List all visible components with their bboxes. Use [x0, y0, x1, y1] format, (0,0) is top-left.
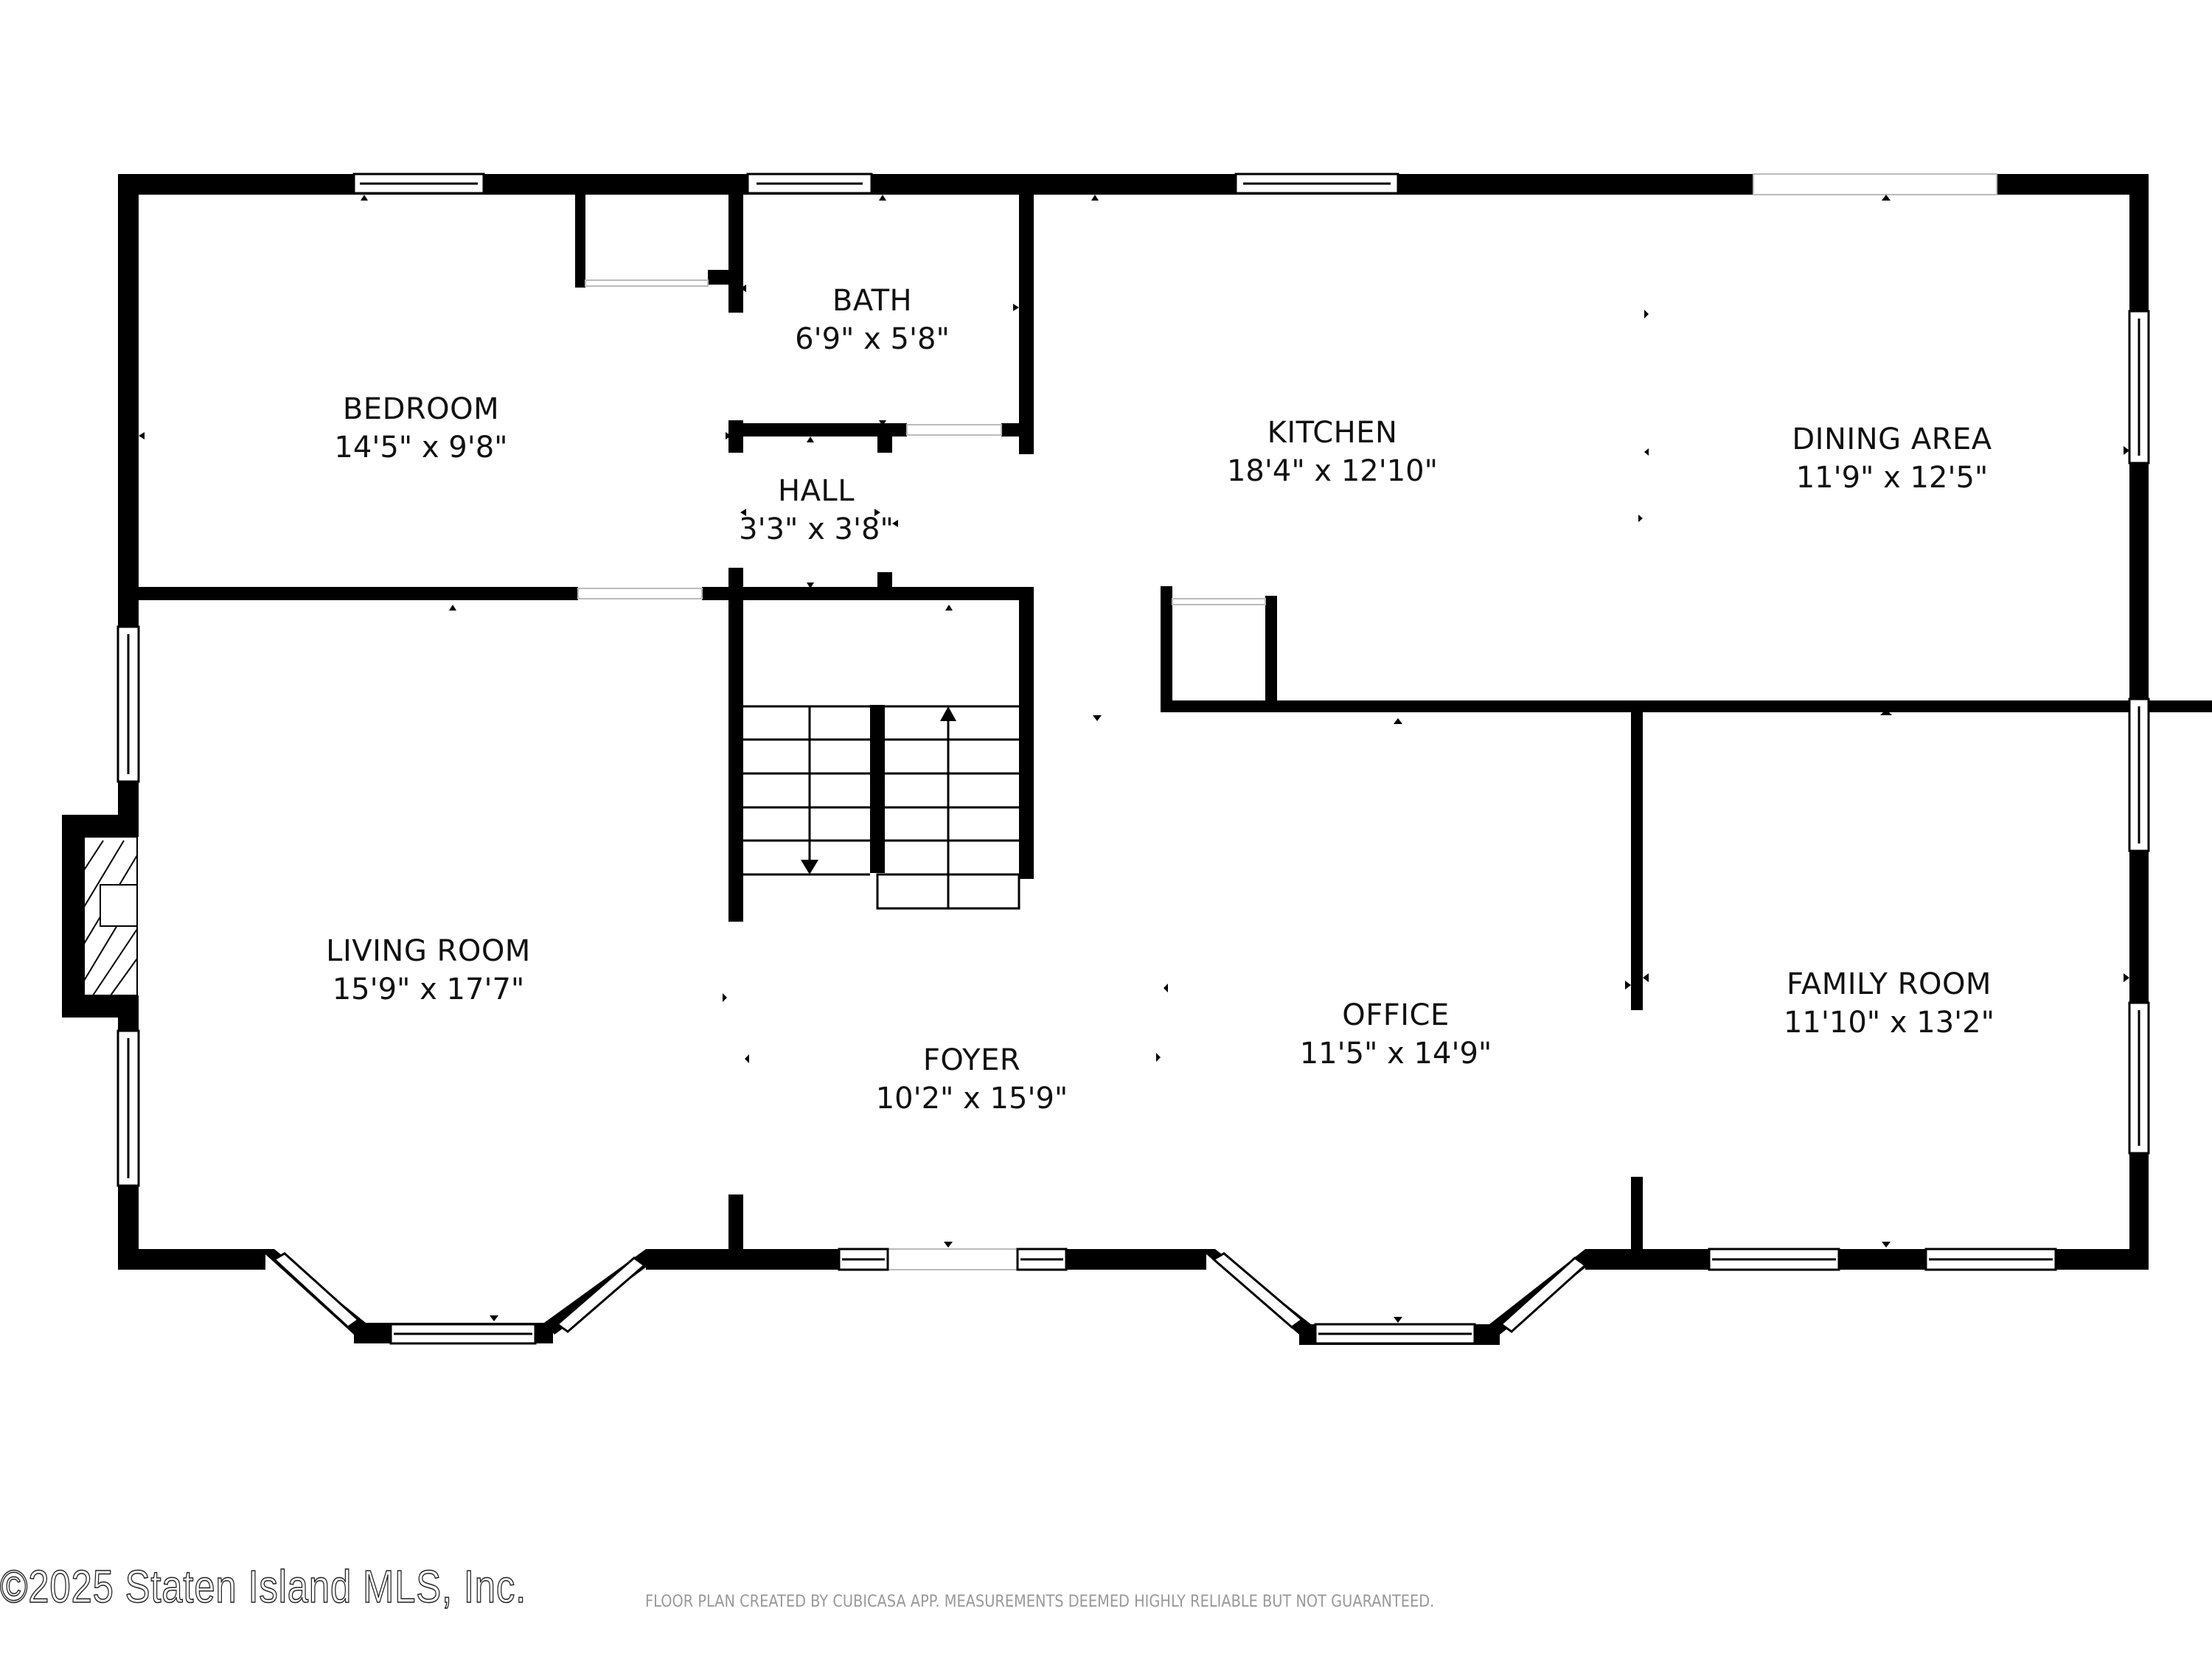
stairs-icon: [743, 705, 1020, 910]
room-dimensions: 11'10" x 13'2": [1783, 1006, 1995, 1040]
room-dimensions: 18'4" x 12'10": [1226, 454, 1439, 488]
window-icon: [746, 173, 873, 195]
window-icon: [2128, 1001, 2150, 1155]
room-dimensions: 3'3" x 3'8": [739, 512, 894, 546]
window-icon: [1924, 1248, 2057, 1271]
room-name: DINING AREA: [1792, 422, 1992, 456]
room-name: OFFICE: [1342, 998, 1450, 1032]
window-icon: [389, 1323, 537, 1345]
room-label-foyer: FOYER 10'2" x 15'9": [876, 1041, 1068, 1118]
room-dimensions: 15'9" x 17'7": [332, 973, 525, 1006]
doorways: [577, 173, 1997, 1270]
room-label-bedroom: BEDROOM 14'5" x 9'8": [334, 390, 507, 467]
window-icon: [1708, 1248, 1840, 1271]
room-dimensions: 10'2" x 15'9": [875, 1082, 1068, 1116]
window-icon: [116, 1029, 140, 1187]
room-label-office: OFFICE 11'5" x 14'9": [1300, 996, 1492, 1073]
windows: [116, 173, 2150, 1345]
exterior-walls: [62, 174, 2149, 1345]
window-icon: [838, 1248, 889, 1271]
room-name: LIVING ROOM: [326, 934, 531, 968]
window-icon: [1234, 173, 1399, 195]
room-name: FOYER: [922, 1043, 1021, 1077]
triangle-marker-icon: [139, 195, 2129, 1323]
room-dimensions: 6'9" x 5'8": [795, 322, 950, 356]
room-label-dining-area: DINING AREA 11'9" x 12'5": [1792, 420, 1992, 497]
room-name: BEDROOM: [342, 392, 500, 426]
room-name: FAMILY ROOM: [1787, 967, 1992, 1001]
room-dimensions: 14'5" x 9'8": [334, 431, 508, 465]
room-name: HALL: [777, 474, 855, 508]
window-icon: [1016, 1248, 1068, 1271]
window-icon: [352, 173, 485, 195]
room-label-kitchen: KITCHEN 18'4" x 12'10": [1227, 414, 1438, 490]
copyright-watermark: ©2025 Staten Island MLS, Inc.: [0, 1561, 527, 1613]
window-icon: [2128, 310, 2150, 465]
window-icon: [116, 625, 140, 783]
room-name: KITCHEN: [1267, 416, 1398, 450]
room-name: BATH: [832, 284, 913, 318]
room-dimensions: 11'5" x 14'9": [1299, 1037, 1492, 1071]
room-label-hall: HALL 3'3" x 3'8": [739, 472, 894, 549]
room-dimensions: 11'9" x 12'5": [1795, 461, 1989, 495]
window-icon: [2128, 698, 2150, 852]
room-label-bath: BATH 6'9" x 5'8": [795, 282, 950, 358]
window-icon: [1314, 1323, 1476, 1345]
floorplan-disclaimer: FLOOR PLAN CREATED BY CUBICASA APP. MEAS…: [645, 1593, 1435, 1611]
interior-walls: [118, 184, 2212, 1258]
room-label-living-room: LIVING ROOM 15'9" x 17'7": [326, 932, 531, 1009]
room-label-family-room: FAMILY ROOM 11'10" x 13'2": [1784, 965, 1994, 1042]
fireplace-icon: [83, 836, 138, 996]
